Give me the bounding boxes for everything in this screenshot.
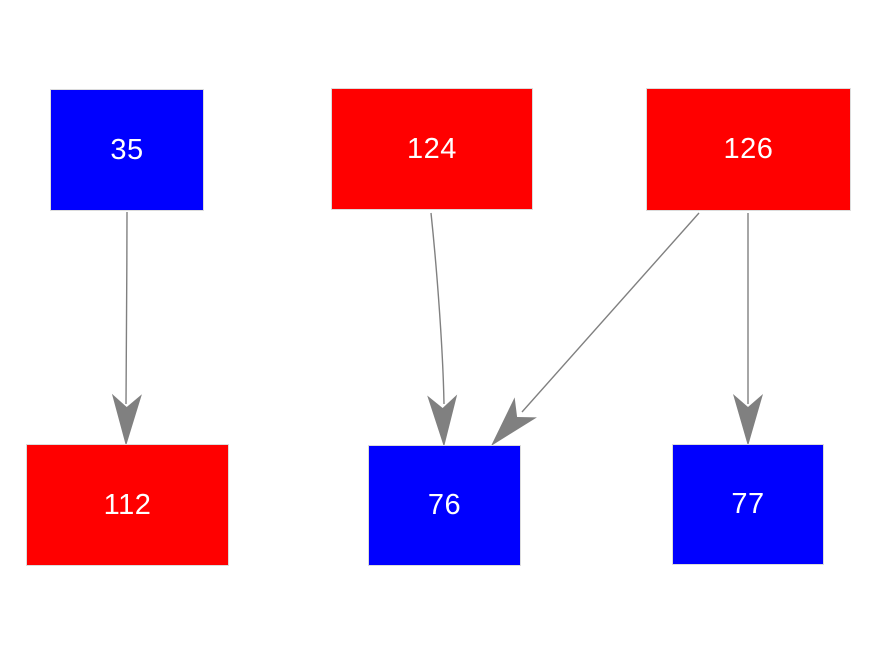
node-label: 77	[731, 488, 765, 520]
node-35[interactable]: 35	[50, 89, 204, 211]
node-label: 112	[103, 488, 152, 521]
node-77[interactable]: 77	[672, 444, 824, 565]
edge-line	[125, 211, 128, 405]
arrowhead-icon	[427, 394, 458, 447]
edge-line	[430, 212, 445, 405]
node-76[interactable]: 76	[368, 445, 521, 566]
arrowhead-icon	[733, 394, 763, 446]
edge-paths	[125, 211, 749, 413]
node-label: 126	[723, 133, 774, 165]
node-label: 124	[407, 132, 457, 165]
arrowhead-icon	[491, 397, 537, 446]
arrowheads	[111, 393, 763, 447]
node-label: 76	[427, 489, 462, 521]
node-126[interactable]: 126	[646, 88, 851, 211]
node-124[interactable]: 124	[331, 88, 533, 210]
edge-line	[521, 212, 700, 413]
arrowhead-icon	[111, 393, 142, 446]
node-112[interactable]: 112	[26, 444, 229, 566]
node-label: 35	[110, 133, 144, 166]
